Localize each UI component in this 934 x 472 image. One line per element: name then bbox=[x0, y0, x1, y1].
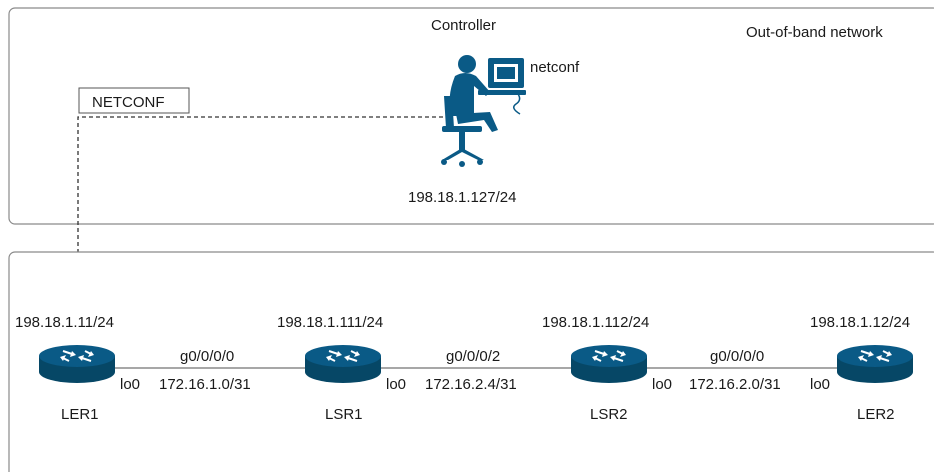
router-ip-lsr2: 198.18.1.112/24 bbox=[542, 314, 649, 331]
router-ip-ler1: 198.18.1.11/24 bbox=[15, 314, 114, 331]
netconf-management-link bbox=[77, 116, 443, 294]
link1-interface: g0/0/0/0 bbox=[180, 348, 234, 365]
oob-network-title: Out-of-band network bbox=[746, 24, 883, 41]
link2-interface: g0/0/0/2 bbox=[446, 348, 500, 365]
link2-loopback: lo0 bbox=[386, 376, 406, 393]
operator-workstation-icon bbox=[441, 55, 526, 167]
router-ip-lsr1: 198.18.1.111/24 bbox=[277, 314, 383, 331]
controller-label: Controller bbox=[431, 17, 496, 34]
netconf-session-box bbox=[78, 87, 190, 114]
router-icon[interactable] bbox=[836, 344, 914, 384]
netconf-protocol-label: netconf bbox=[530, 59, 580, 76]
router-icon[interactable] bbox=[38, 344, 116, 384]
router-name-lsr2: LSR2 bbox=[590, 406, 628, 423]
router-name-lsr1: LSR1 bbox=[325, 406, 363, 423]
router-ip-ler2: 198.18.1.12/24 bbox=[810, 314, 910, 331]
router-icon[interactable] bbox=[304, 344, 382, 384]
router-icon[interactable] bbox=[570, 344, 648, 384]
router-name-ler2: LER2 bbox=[857, 406, 895, 423]
inband-network-panel bbox=[8, 251, 934, 472]
link1-subnet: 172.16.1.0/31 bbox=[159, 376, 251, 393]
link3-loopback-left: lo0 bbox=[652, 376, 672, 393]
netconf-session-label: NETCONF bbox=[92, 94, 165, 111]
link3-interface: g0/0/0/0 bbox=[710, 348, 764, 365]
link3-subnet: 172.16.2.0/31 bbox=[689, 376, 781, 393]
link3-loopback-right: lo0 bbox=[810, 376, 830, 393]
link1-loopback: lo0 bbox=[120, 376, 140, 393]
controller-ip: 198.18.1.127/24 bbox=[408, 189, 516, 206]
link2-subnet: 172.16.2.4/31 bbox=[425, 376, 517, 393]
router-name-ler1: LER1 bbox=[61, 406, 99, 423]
